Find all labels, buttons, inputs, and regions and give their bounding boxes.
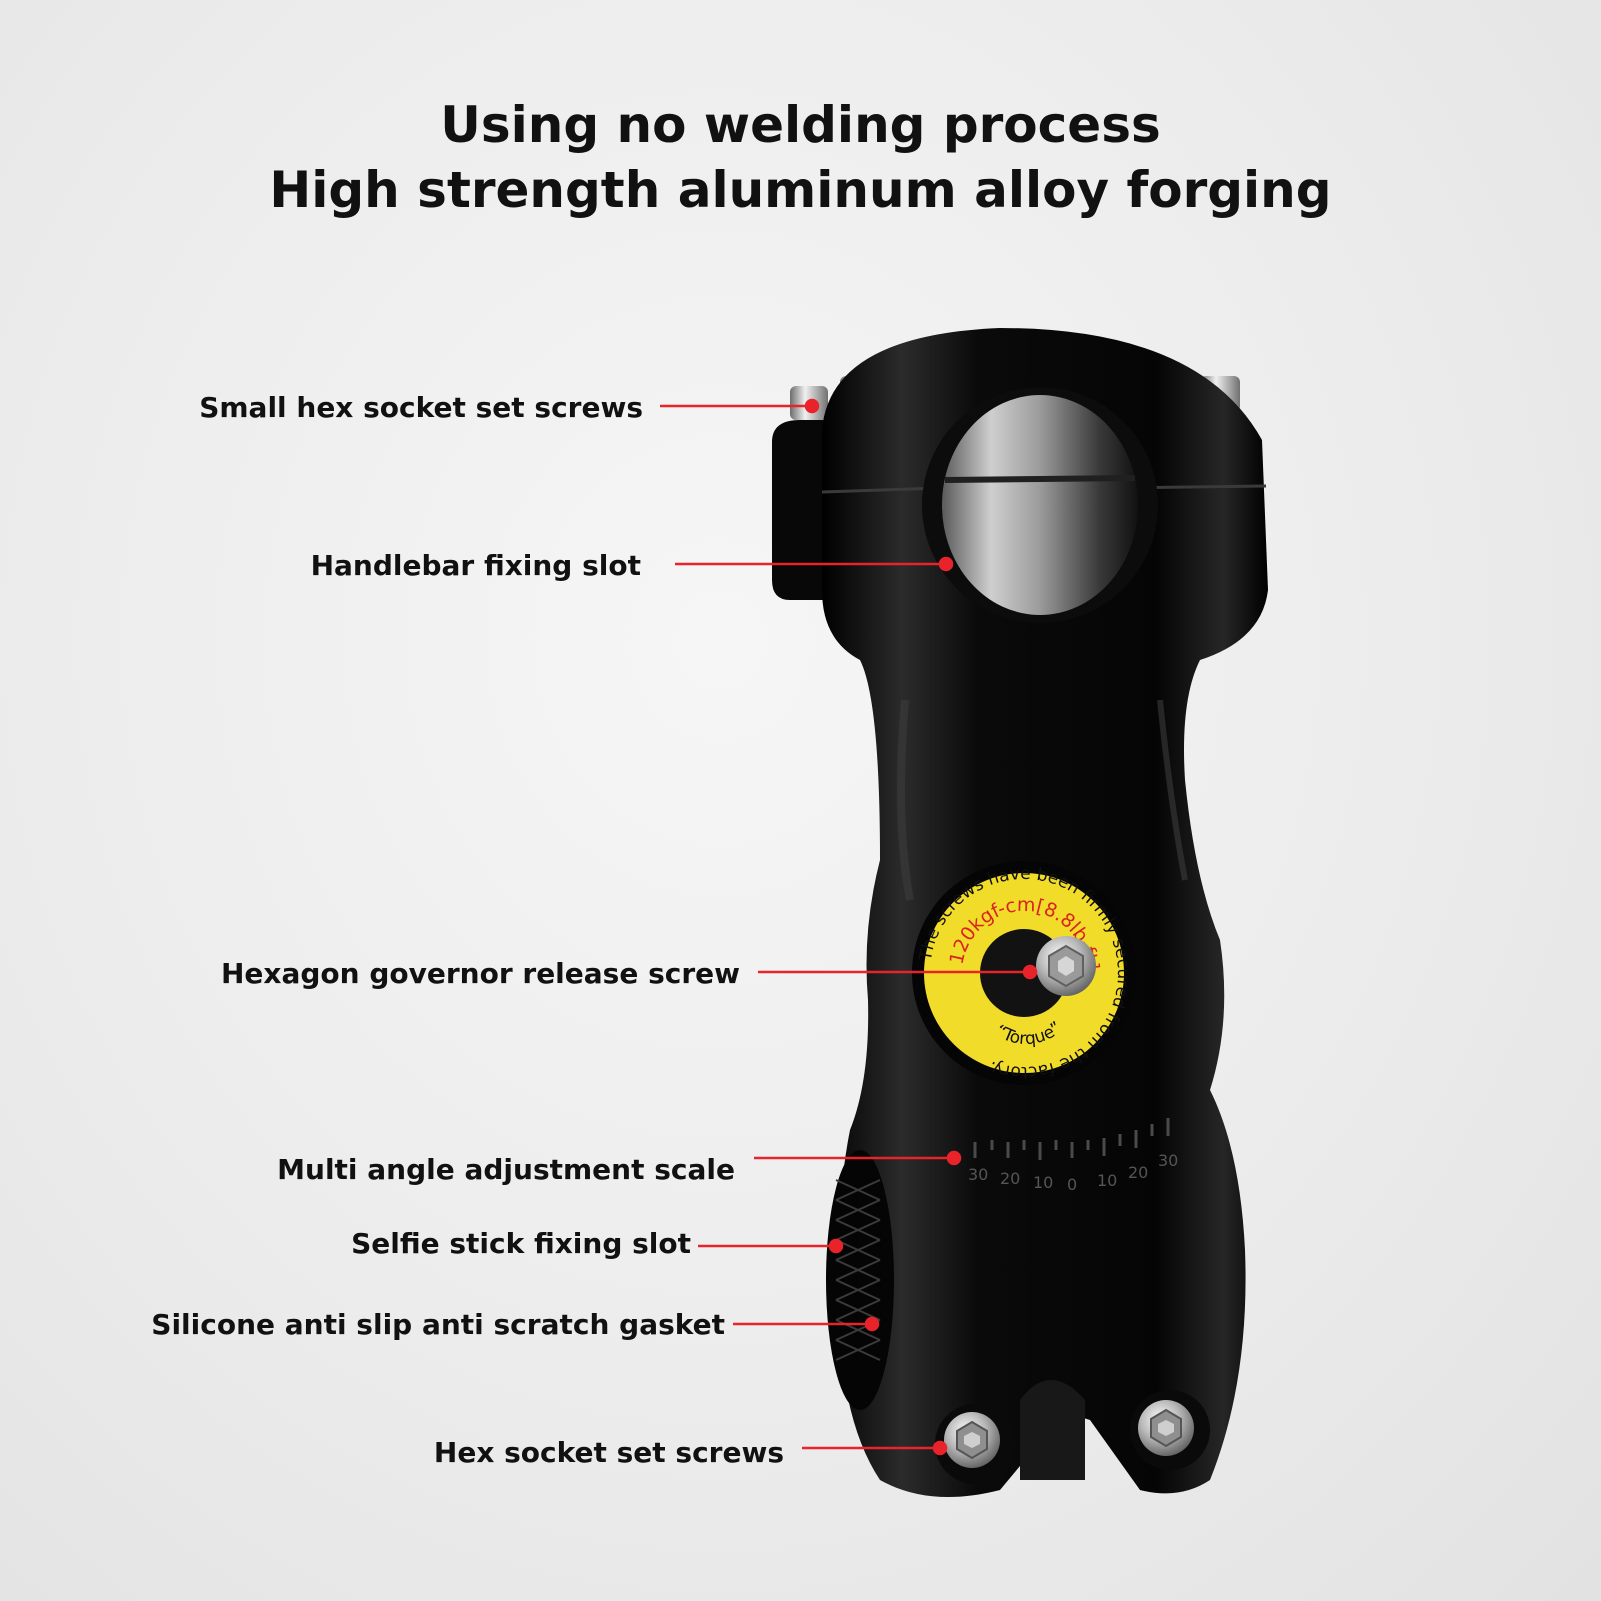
svg-text:20: 20 (1000, 1169, 1020, 1188)
callout-angle-scale: Multi angle adjustment scale (277, 1153, 735, 1186)
callout-governor-screw: Hexagon governor release screw (220, 957, 740, 990)
headline-line-1: Using no welding process (440, 96, 1161, 154)
angle-scale-labels: 30 20 10 0 10 20 30 (968, 1151, 1178, 1194)
headline-line-2: High strength aluminum alloy forging (269, 161, 1332, 219)
bottom-bolt-right (1130, 1390, 1210, 1470)
release-screw-bolt (1036, 936, 1096, 996)
callout-handlebar-slot: Handlebar fixing slot (310, 549, 641, 582)
knurled-gasket (835, 1179, 881, 1361)
svg-text:10: 10 (1033, 1173, 1053, 1192)
callout-hex-screws: Hex socket set screws (433, 1436, 784, 1469)
svg-text:30: 30 (968, 1165, 988, 1184)
svg-text:10: 10 (1097, 1171, 1117, 1190)
svg-text:20: 20 (1128, 1163, 1148, 1182)
angle-scale-ticks (973, 1118, 1170, 1160)
callout-silicone-gasket: Silicone anti slip anti scratch gasket (151, 1308, 725, 1341)
bottom-bolt-left (935, 1404, 1015, 1484)
callout-small-hex-screws: Small hex socket set screws (199, 391, 643, 424)
svg-text:0: 0 (1067, 1175, 1077, 1194)
svg-text:30: 30 (1158, 1151, 1178, 1170)
callout-selfie-slot: Selfie stick fixing slot (351, 1227, 691, 1260)
